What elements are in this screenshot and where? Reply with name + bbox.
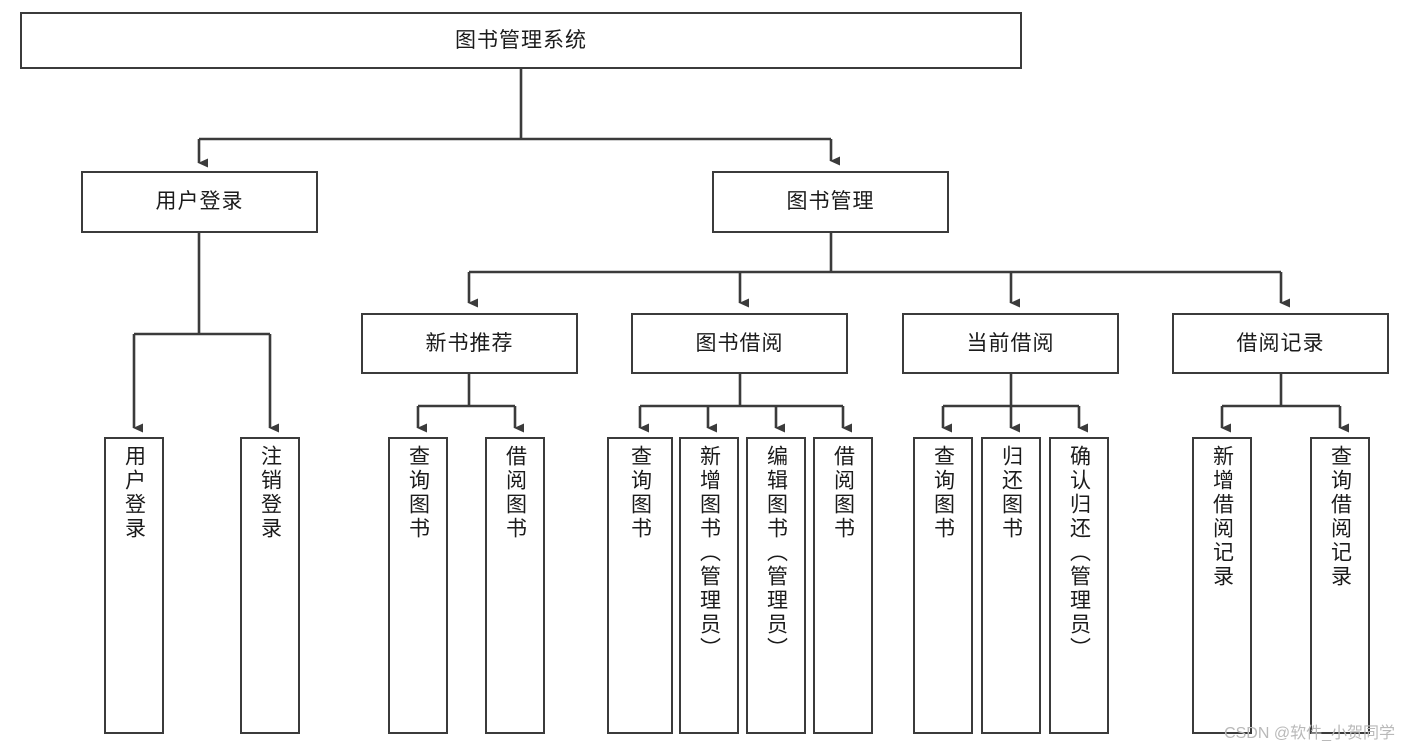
node-leaf-user-login-1[interactable]: 用户登录	[104, 437, 164, 734]
node-current-borrow-label: 当前借阅	[966, 331, 1055, 355]
node-leaf-book-borrow-4[interactable]: 借阅图书	[813, 437, 873, 734]
node-leaf-borrow-record-1-label: 新增借阅记录	[1210, 445, 1234, 589]
node-root-system-label: 图书管理系统	[455, 28, 587, 52]
node-user-login-label: 用户登录	[155, 190, 244, 214]
node-book-manage-label: 图书管理	[786, 190, 875, 214]
node-leaf-new-book-2[interactable]: 借阅图书	[485, 437, 545, 734]
node-leaf-book-borrow-1-label: 查询图书	[628, 445, 652, 541]
node-leaf-new-book-1[interactable]: 查询图书	[388, 437, 448, 734]
node-current-borrow[interactable]: 当前借阅	[902, 313, 1119, 374]
node-leaf-borrow-record-1[interactable]: 新增借阅记录	[1192, 437, 1252, 734]
node-leaf-borrow-record-2-label: 查询借阅记录	[1328, 445, 1352, 589]
node-leaf-current-borrow-3-label: 确认归还（管理员）	[1067, 445, 1091, 661]
csdn-watermark: CSDN @软件_小贺同学	[1224, 725, 1395, 742]
node-leaf-current-borrow-3[interactable]: 确认归还（管理员）	[1049, 437, 1109, 734]
node-leaf-book-borrow-1[interactable]: 查询图书	[607, 437, 673, 734]
node-leaf-current-borrow-2[interactable]: 归还图书	[981, 437, 1041, 734]
node-leaf-user-login-1-label: 用户登录	[122, 445, 146, 541]
node-new-book-recommend[interactable]: 新书推荐	[361, 313, 578, 374]
node-book-borrow[interactable]: 图书借阅	[631, 313, 848, 374]
node-borrow-record[interactable]: 借阅记录	[1172, 313, 1389, 374]
node-leaf-user-login-2[interactable]: 注销登录	[240, 437, 300, 734]
node-leaf-book-borrow-3[interactable]: 编辑图书（管理员）	[746, 437, 806, 734]
node-user-login[interactable]: 用户登录	[81, 171, 318, 233]
node-book-borrow-label: 图书借阅	[695, 331, 784, 355]
node-leaf-new-book-2-label: 借阅图书	[503, 445, 527, 541]
node-root-system[interactable]: 图书管理系统	[20, 12, 1022, 69]
node-book-manage[interactable]: 图书管理	[712, 171, 949, 233]
node-leaf-current-borrow-1[interactable]: 查询图书	[913, 437, 973, 734]
node-leaf-book-borrow-2-label: 新增图书（管理员）	[697, 445, 721, 661]
node-new-book-recommend-label: 新书推荐	[425, 331, 514, 355]
node-leaf-book-borrow-2[interactable]: 新增图书（管理员）	[679, 437, 739, 734]
node-leaf-book-borrow-3-label: 编辑图书（管理员）	[764, 445, 788, 661]
node-borrow-record-label: 借阅记录	[1236, 331, 1325, 355]
node-leaf-borrow-record-2[interactable]: 查询借阅记录	[1310, 437, 1370, 734]
node-leaf-current-borrow-1-label: 查询图书	[931, 445, 955, 541]
node-leaf-user-login-2-label: 注销登录	[258, 445, 282, 541]
node-leaf-new-book-1-label: 查询图书	[406, 445, 430, 541]
node-leaf-current-borrow-2-label: 归还图书	[999, 445, 1023, 541]
node-leaf-book-borrow-4-label: 借阅图书	[831, 445, 855, 541]
